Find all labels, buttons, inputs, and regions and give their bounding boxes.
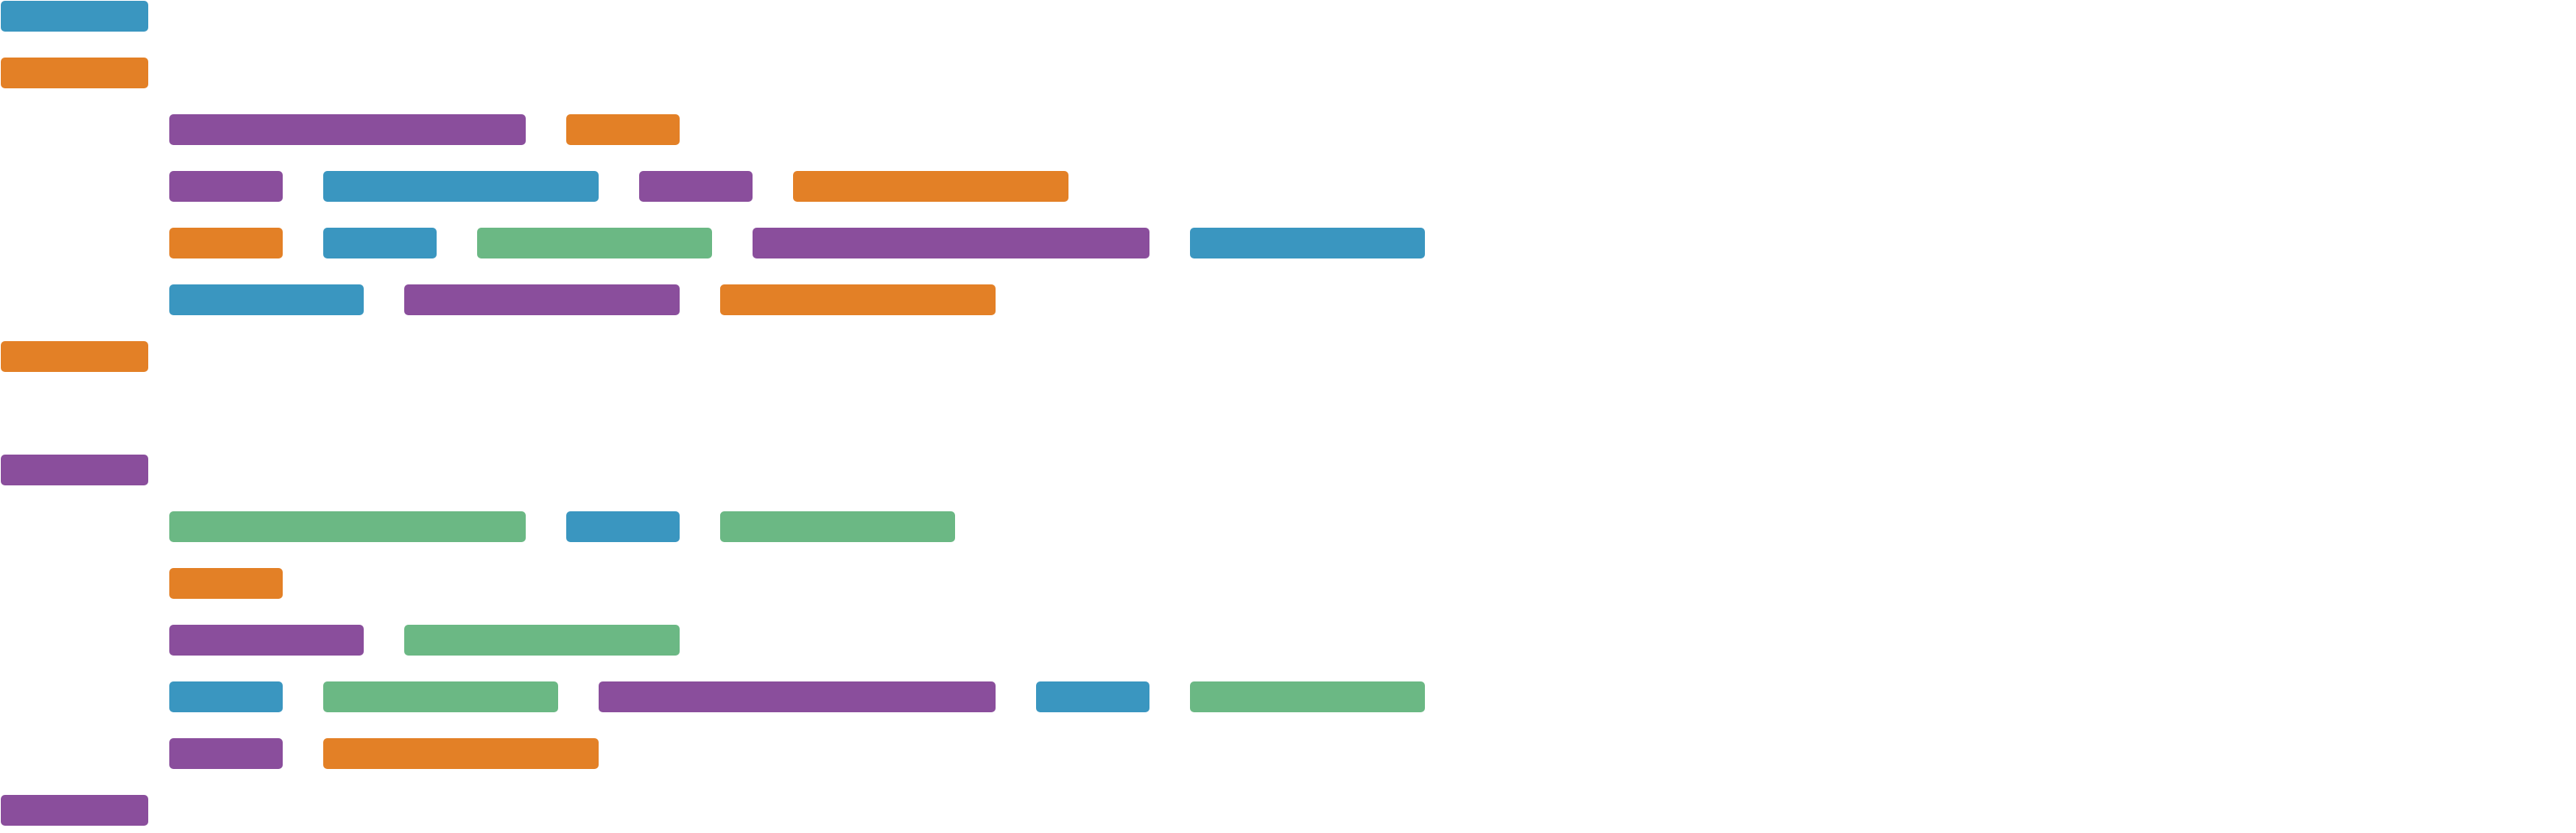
placeholder-bar-orange bbox=[323, 738, 599, 769]
placeholder-bar-green bbox=[477, 228, 712, 258]
placeholder-bar-purple bbox=[169, 738, 283, 769]
placeholder-bar-green bbox=[1190, 681, 1425, 712]
placeholder-bar-green bbox=[720, 511, 955, 542]
placeholder-bar-blue bbox=[169, 681, 283, 712]
placeholder-bar-orange bbox=[169, 568, 283, 599]
placeholder-bar-green bbox=[323, 681, 558, 712]
placeholder-bar-orange bbox=[720, 284, 996, 315]
placeholder-bar-purple bbox=[599, 681, 996, 712]
placeholder-bar-purple bbox=[1, 455, 148, 485]
placeholder-bar-purple bbox=[169, 114, 526, 145]
placeholder-bar-purple bbox=[639, 171, 753, 202]
placeholder-bar-blue bbox=[566, 511, 680, 542]
placeholder-bar-green bbox=[404, 625, 680, 656]
placeholder-bar-blue bbox=[1, 1, 148, 32]
placeholder-bar-orange bbox=[169, 228, 283, 258]
placeholder-bar-orange bbox=[793, 171, 1068, 202]
placeholder-bar-orange bbox=[1, 58, 148, 88]
placeholder-bar-blue bbox=[1036, 681, 1149, 712]
placeholder-bar-purple bbox=[1, 795, 148, 826]
placeholder-bar-purple bbox=[169, 625, 364, 656]
placeholder-bar-orange bbox=[566, 114, 680, 145]
placeholder-bar-purple bbox=[753, 228, 1149, 258]
placeholder-bar-purple bbox=[404, 284, 680, 315]
placeholder-bar-orange bbox=[1, 341, 148, 372]
placeholder-bar-blue bbox=[1190, 228, 1425, 258]
placeholder-bar-blue bbox=[169, 284, 364, 315]
placeholder-bar-purple bbox=[169, 171, 283, 202]
placeholder-bar-blue bbox=[323, 228, 437, 258]
placeholder-bar-blue bbox=[323, 171, 599, 202]
placeholder-bar-green bbox=[169, 511, 526, 542]
